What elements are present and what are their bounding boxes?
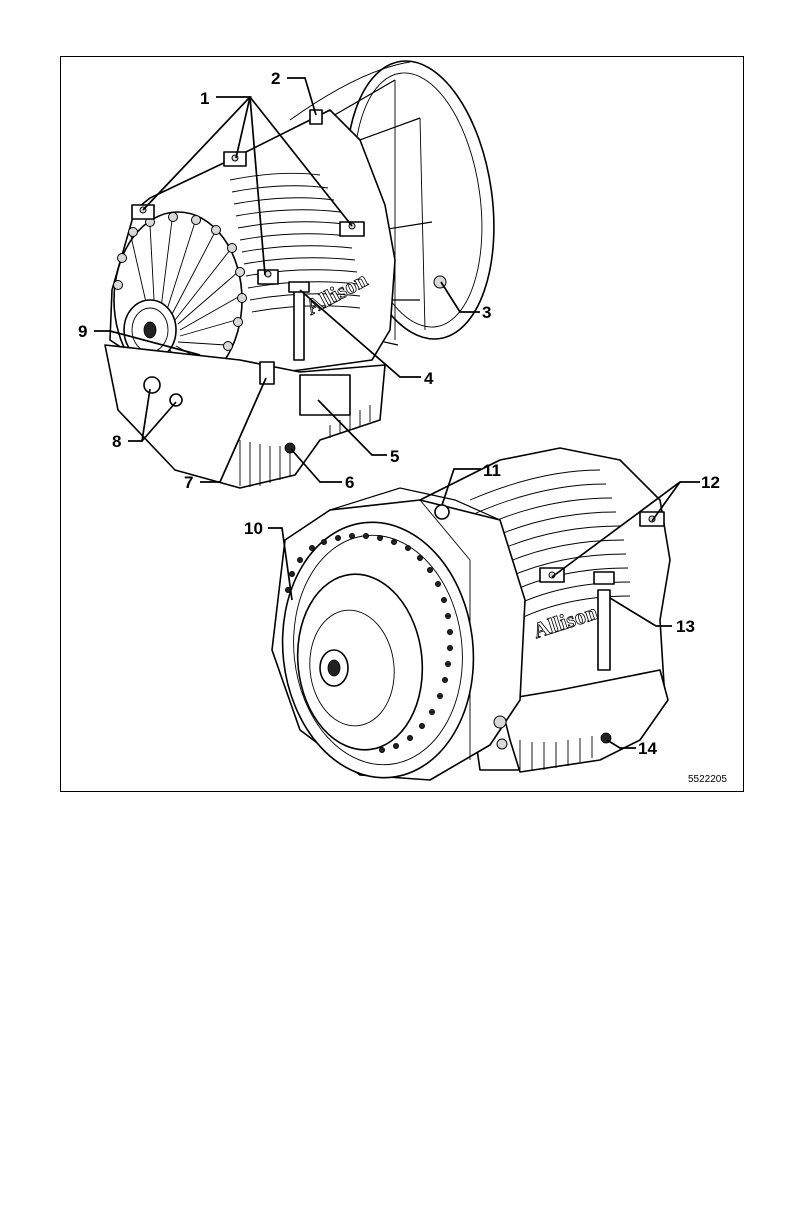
callout-13: 13 — [676, 617, 695, 636]
callout-5: 5 — [390, 447, 399, 466]
upper-port-b — [170, 394, 182, 406]
lower-breather — [435, 505, 449, 519]
callout-12: 12 — [701, 473, 720, 492]
upper-oil-pan — [105, 345, 385, 488]
callout-9: 9 — [78, 322, 87, 341]
callout-3: 3 — [482, 303, 491, 322]
callout-14: 14 — [638, 739, 657, 758]
callout-1: 1 — [200, 89, 209, 108]
figure-id: 5522205 — [688, 774, 727, 785]
upper-fill-tube — [294, 290, 304, 360]
lower-fill-tube — [598, 590, 610, 670]
callout-7: 7 — [184, 473, 193, 492]
callout-4: 4 — [424, 369, 434, 388]
upper-speed-sensor — [260, 362, 274, 384]
upper-control-module — [300, 375, 350, 415]
lower-transmission: Allison — [270, 448, 670, 787]
callout-10: 10 — [244, 519, 263, 538]
callout-6: 6 — [345, 473, 354, 492]
callout-2: 2 — [271, 69, 280, 88]
lower-side-bolt-a — [494, 716, 506, 728]
callout-11: 11 — [483, 461, 501, 480]
upper-transmission: Allison — [105, 51, 511, 488]
upper-port-a — [144, 377, 160, 393]
callout-8: 8 — [112, 432, 121, 451]
lower-side-bolt-b — [497, 739, 507, 749]
